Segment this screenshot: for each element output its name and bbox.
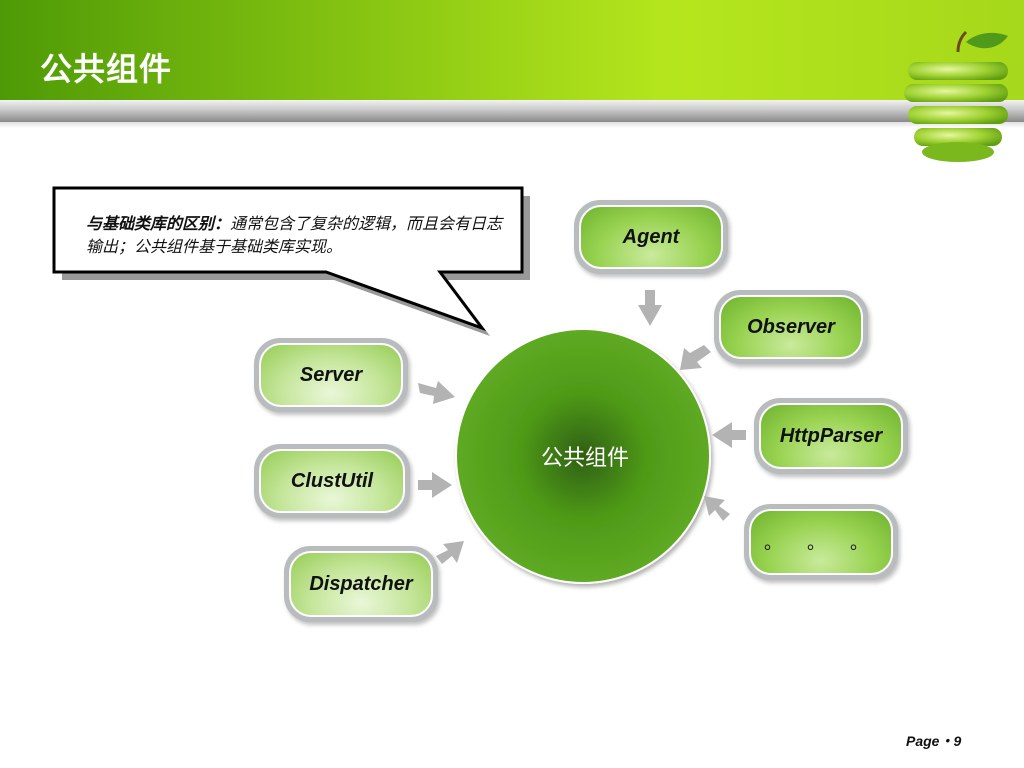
arrow-dots [704, 496, 730, 521]
component-label: ClustUtil [259, 449, 405, 513]
component-observer: Observer [714, 290, 868, 364]
slide-header [0, 0, 1024, 108]
component-label: Dispatcher [289, 551, 433, 617]
component-label: Server [259, 343, 403, 407]
callout-body-text: 通常包含了复杂的逻辑，而且会有日志输出；公共组件基于基础类库实现。 [86, 214, 503, 256]
callout-text: 与基础类库的区别：通常包含了复杂的逻辑，而且会有日志输出；公共组件基于基础类库实… [86, 212, 516, 258]
center-circle [455, 328, 711, 584]
center-label: 公共组件 [540, 446, 629, 471]
component-httpparser: HttpParser [754, 398, 908, 474]
page-number: Page・9 [906, 733, 962, 749]
arrow-dispatcher [436, 541, 464, 564]
slide-title: 公共组件 [40, 50, 173, 88]
component-clustutil: ClustUtil [254, 444, 410, 518]
component-label: Agent [579, 205, 723, 269]
component-server: Server [254, 338, 408, 412]
header-band [0, 100, 1024, 122]
arrow-clustutil [418, 472, 452, 498]
arrows [418, 290, 746, 564]
arrow-httpparser [712, 422, 746, 448]
component-more: 。 。 。 [744, 504, 898, 580]
arrow-observer [680, 345, 711, 370]
component-label: HttpParser [759, 403, 903, 469]
component-agent: Agent [574, 200, 728, 274]
callout-bold-text: 与基础类库的区别： [86, 214, 231, 233]
component-label: Observer [719, 295, 863, 359]
header-shadow [0, 122, 1024, 128]
callout-bubble [52, 186, 530, 336]
component-label: 。 。 。 [749, 509, 893, 575]
arrow-server [418, 381, 455, 404]
component-dispatcher: Dispatcher [284, 546, 438, 622]
arrow-agent [638, 290, 662, 326]
apple-icon [904, 30, 1008, 162]
